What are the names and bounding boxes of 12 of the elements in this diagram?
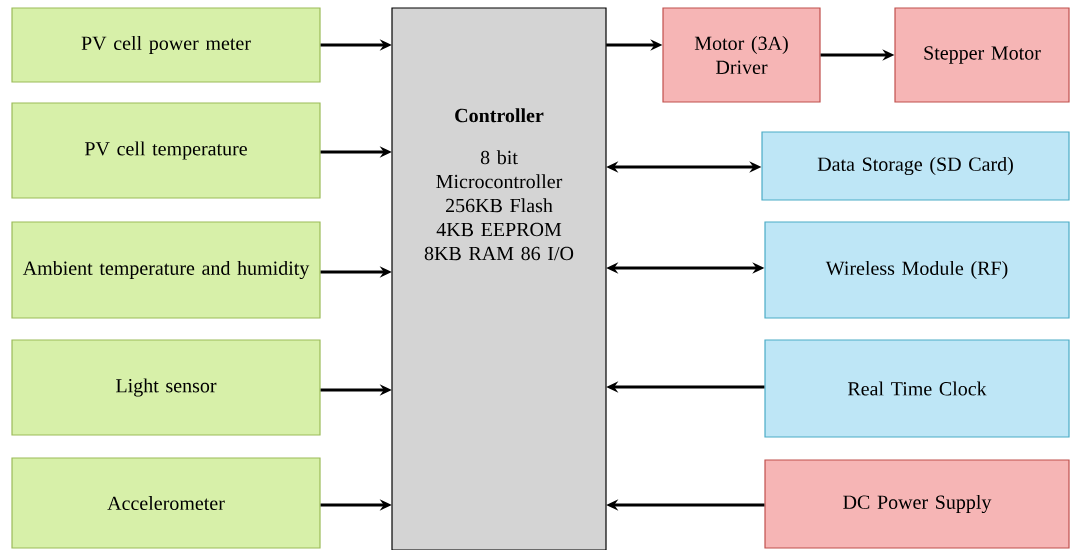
module-box: Data Storage (SD Card)	[761, 131, 1070, 201]
sensor-box: PV cell power meter	[11, 7, 321, 83]
sensor-box: Light sensor	[11, 339, 321, 436]
sensor-box: Ambient temperature and humidity	[11, 221, 321, 319]
module-box: Real Time Clock	[764, 339, 1070, 438]
controller-box: Controller 8 bit Microcontroller 256KB Flash 4KB EEPROM 8KB RAM 86 I/O	[391, 7, 607, 550]
sensor-box: PV cell temperature	[11, 102, 321, 199]
power-box: DC Power Supply	[764, 459, 1070, 549]
driver-box: Motor (3A) Driver	[662, 7, 821, 103]
module-box: Wireless Module (RF)	[764, 221, 1070, 319]
motor-box: Stepper Motor	[894, 7, 1070, 103]
sensor-box: Accelerometer	[11, 457, 321, 549]
